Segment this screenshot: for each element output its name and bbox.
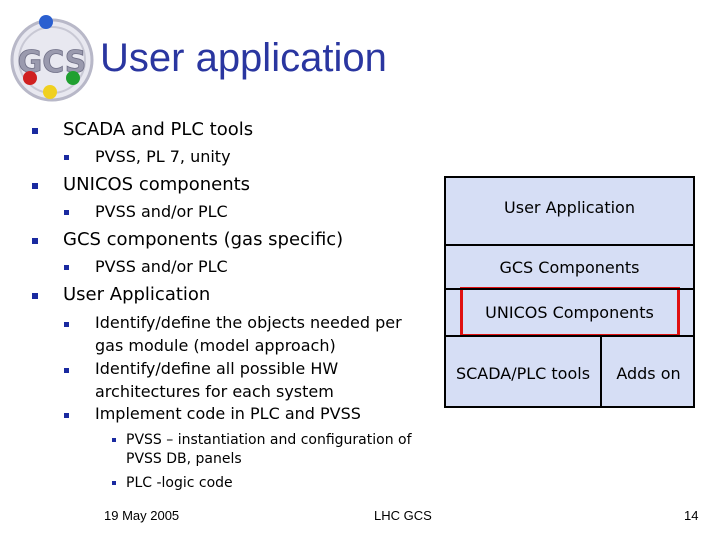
bullet-unicos-components: UNICOS components: [63, 174, 251, 195]
bullet-gcs-components: GCS components (gas specific): [63, 229, 344, 250]
bullet-marker: [64, 368, 69, 373]
diagram-divider: [444, 288, 695, 290]
bullet-marker: [32, 183, 38, 189]
page-number: 14: [684, 508, 699, 523]
bullet-marker: [64, 413, 69, 418]
bullet-marker: [64, 265, 69, 270]
bullet-marker: [32, 293, 38, 299]
sub-bullet-identify-objects: Identify/define the objects needed per g…: [95, 313, 402, 355]
bullet-marker: [32, 238, 38, 244]
bullet-marker: [112, 481, 116, 485]
subsub-bullet-plc-logic: PLC -logic code: [126, 475, 233, 491]
bullet-marker: [64, 155, 69, 160]
footer-date: 19 May 2005: [104, 508, 180, 523]
diagram-unicos-components: UNICOS Components: [485, 303, 654, 322]
diagram-user-application: User Application: [504, 198, 635, 217]
sub-bullet-pvss-plc-1: PVSS and/or PLC: [95, 202, 228, 221]
bullet-user-application: User Application: [63, 284, 211, 305]
sub-bullet-pvss-plc-2: PVSS and/or PLC: [95, 257, 228, 276]
diagram-column-divider: [600, 335, 602, 408]
bullet-marker: [32, 128, 38, 134]
slide-title: User application: [100, 36, 387, 80]
sub-bullet-identify-hw: Identify/define all possible HW architec…: [95, 359, 339, 401]
bullet-marker: [64, 210, 69, 215]
bullet-marker: [64, 322, 69, 327]
diagram-scada-plc-tools: SCADA/PLC tools: [455, 364, 591, 383]
diagram-divider: [444, 335, 695, 337]
sub-bullet-implement-code: Implement code in PLC and PVSS: [95, 404, 361, 423]
diagram-adds-on: Adds on: [616, 364, 681, 383]
footer-center: LHC GCS: [374, 508, 432, 523]
layer-diagram: [444, 176, 695, 408]
sub-bullet-pvss-pl7-unity: PVSS, PL 7, unity: [95, 147, 231, 166]
bullet-scada-plc-tools: SCADA and PLC tools: [63, 119, 254, 140]
bullet-marker: [112, 438, 116, 442]
diagram-divider: [444, 244, 695, 246]
gcs-logo: GCS: [6, 14, 98, 106]
subsub-bullet-pvss-instantiation: PVSS – instantiation and configuration o…: [126, 432, 412, 467]
diagram-gcs-components: GCS Components: [499, 258, 640, 277]
